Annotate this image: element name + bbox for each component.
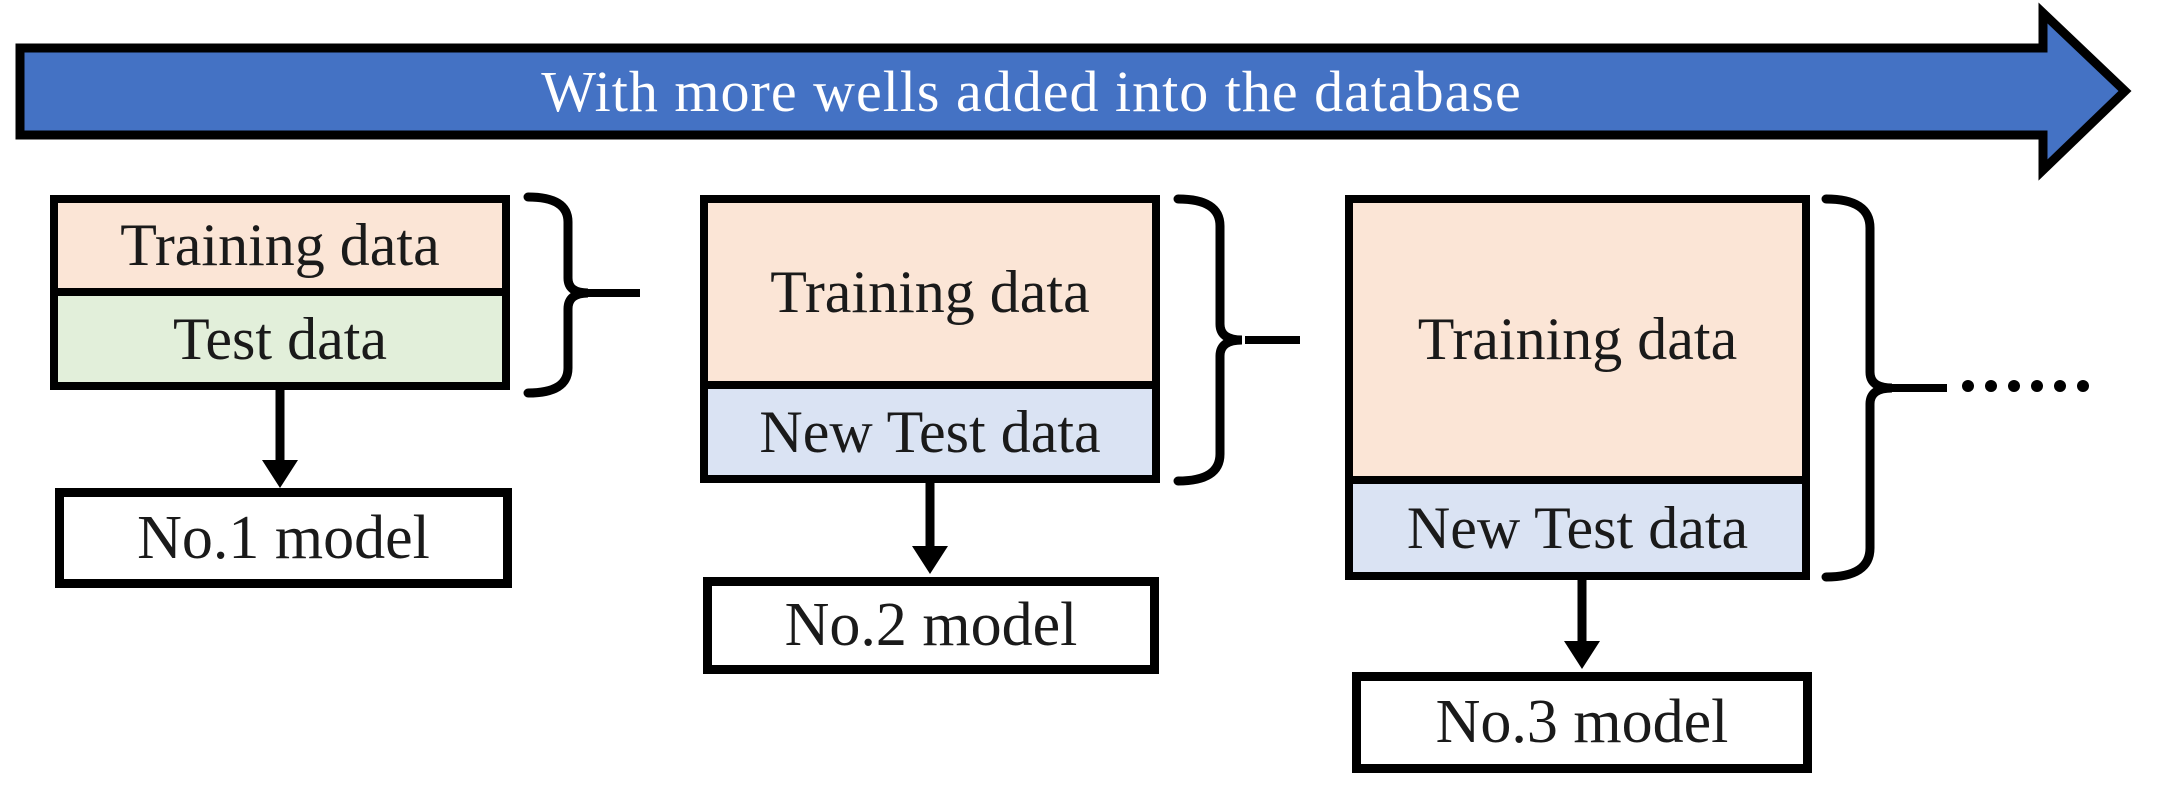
connector-line-3 [1890, 384, 1947, 392]
ellipsis-dot [2031, 380, 2043, 392]
new-test-data-label-3: New Test data [1406, 494, 1749, 561]
training-data-segment-2: Training data [708, 203, 1152, 389]
training-data-segment-3: Training data [1353, 203, 1802, 484]
training-data-label-1: Training data [120, 212, 440, 278]
ellipsis-dot [2008, 380, 2020, 392]
down-arrow-3 [1564, 578, 1600, 669]
ellipsis-dot [1962, 380, 1974, 392]
banner-arrow-shape [15, 2, 2132, 181]
new-test-data-segment-3: New Test data [1353, 484, 1802, 572]
new-test-data-label-2: New Test data [759, 398, 1101, 465]
model-label-2: No.2 model [784, 591, 1078, 659]
ellipsis-dot [1985, 380, 1997, 392]
connector-line-2 [1245, 336, 1300, 344]
new-test-data-segment-2: New Test data [708, 389, 1152, 475]
banner-label: With more wells added into the database [541, 59, 1522, 124]
ellipsis-dot [2054, 380, 2066, 392]
banner-arrow-polygon [15, 2, 2132, 181]
model-label-1: No.1 model [137, 503, 430, 572]
test-data-label-1: Test data [172, 305, 388, 372]
model-box-3: No.3 model [1352, 672, 1812, 773]
data-stack-3: Training data New Test data [1345, 195, 1810, 580]
down-arrow-1 [262, 388, 298, 488]
training-data-label-2: Training data [770, 258, 1090, 325]
continuation-ellipsis [1962, 380, 2089, 392]
brace-1 [523, 192, 589, 398]
training-data-label-3: Training data [1417, 306, 1738, 372]
connector-line-1 [585, 289, 640, 297]
ellipsis-dot [2077, 380, 2089, 392]
data-stack-1: Training data Test data [50, 195, 510, 390]
brace-2 [1173, 194, 1243, 486]
model-label-3: No.3 model [1435, 688, 1729, 756]
brace-3 [1821, 194, 1893, 582]
model-box-1: No.1 model [55, 488, 512, 588]
model-box-2: No.2 model [703, 577, 1159, 674]
down-arrow-2 [912, 481, 948, 574]
data-stack-2: Training data New Test data [700, 195, 1160, 483]
test-data-segment-1: Test data [58, 296, 502, 382]
training-data-segment-1: Training data [58, 203, 502, 296]
